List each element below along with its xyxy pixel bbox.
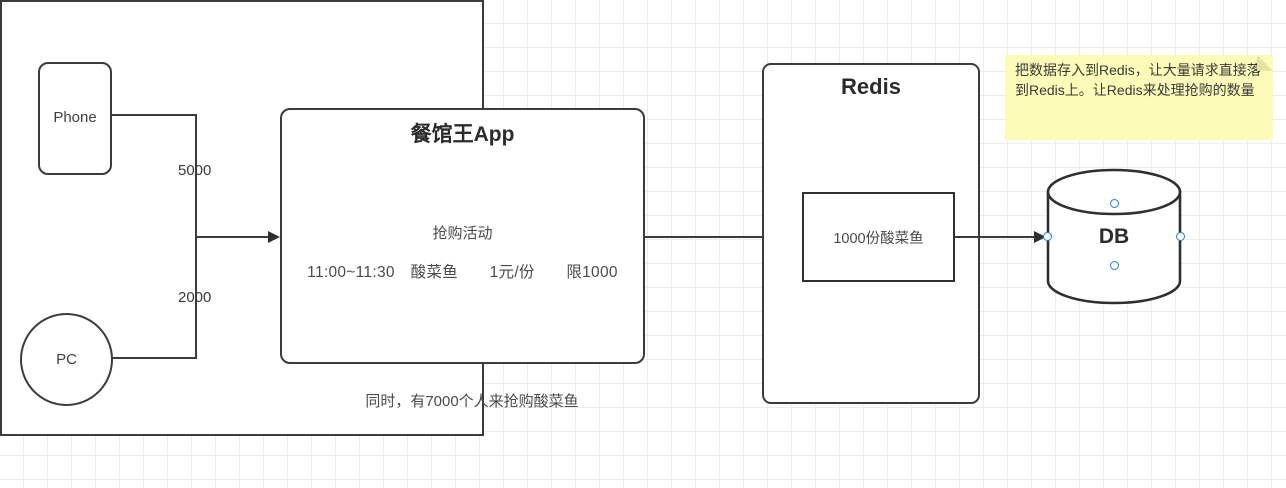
outer-container-caption: 同时，有7000个人来抢购酸菜鱼 xyxy=(365,393,579,410)
app-detail-line: 11:00~11:30 酸菜鱼 1元/份 限1000 xyxy=(307,264,618,281)
sticky-note-text: 把数据存入到Redis，让大量请求直接落到Redis上。让Redis来处理抢购的… xyxy=(1015,62,1261,98)
edge-phone-vertical xyxy=(194,114,197,238)
node-pc[interactable]: PC xyxy=(20,313,113,406)
db-anchor-right[interactable] xyxy=(1176,232,1185,241)
node-phone-label: Phone xyxy=(53,109,97,127)
arrowhead-to-app xyxy=(268,230,280,243)
db-cylinder-icon xyxy=(1046,168,1182,305)
edge-redis-to-db xyxy=(955,236,1045,239)
db-anchor-bottom[interactable] xyxy=(1109,261,1119,270)
edge-pc-vertical xyxy=(194,237,197,358)
db-anchor-top[interactable] xyxy=(1109,199,1119,208)
node-redis-stock[interactable]: 1000份酸菜鱼 xyxy=(802,192,955,282)
db-anchor-left[interactable] xyxy=(1043,232,1052,241)
edge-label-phone: 5000 xyxy=(178,162,212,179)
edge-label-pc: 2000 xyxy=(178,289,212,306)
app-title: 餐馆王App xyxy=(410,123,515,146)
sticky-note[interactable]: 把数据存入到Redis，让大量请求直接落到Redis上。让Redis来处理抢购的… xyxy=(1005,55,1273,140)
node-phone[interactable]: Phone xyxy=(38,62,112,175)
node-db[interactable]: DB xyxy=(1043,168,1185,305)
node-app[interactable]: 餐馆王App 抢购活动 11:00~11:30 酸菜鱼 1元/份 限1000 xyxy=(280,108,645,364)
app-activity-label: 抢购活动 xyxy=(432,225,493,242)
node-pc-label: PC xyxy=(56,351,77,368)
redis-title: Redis xyxy=(841,74,901,99)
sticky-note-fold-icon xyxy=(1257,55,1273,71)
edge-app-to-redis xyxy=(645,236,790,239)
edge-pc-horizontal xyxy=(112,357,197,360)
redis-stock-label: 1000份酸菜鱼 xyxy=(833,230,924,247)
edge-trunk-to-app xyxy=(195,236,273,239)
db-label: DB xyxy=(1098,224,1130,248)
edge-phone-horizontal xyxy=(112,114,197,117)
